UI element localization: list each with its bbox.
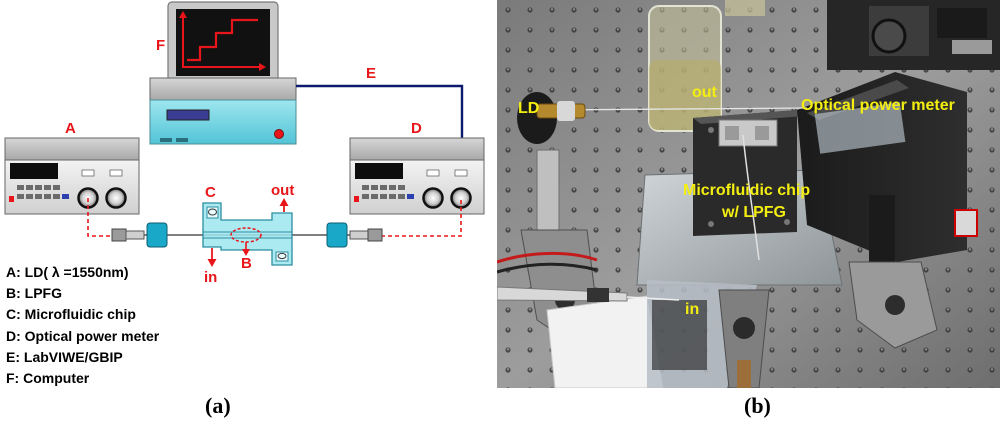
lab-setup-photo: LD out Optical power meter Microfluidic … [497,0,1000,388]
caption-b: (b) [744,393,771,418]
schematic-panel: F E [0,0,490,425]
syringe [497,286,680,302]
left-fiber-connector [111,222,168,248]
chip-holder [693,110,805,236]
red-wire [497,251,598,264]
label-B: B [241,255,252,272]
legend-item-c: C: Microfluidic chip [6,306,136,323]
computer-base [149,77,297,145]
inlet-tube [742,134,760,261]
sample-beaker [648,0,765,132]
label-F: F [156,37,165,54]
bottom-clamp [718,289,770,388]
label-in: in [204,269,217,286]
component-legend: A: LD( λ =1550nm) B: LPFG C: Microfluidi… [6,262,159,389]
label-A: A [65,120,76,137]
legend-item-f: F: Computer [6,370,90,387]
legend-item-e: E: LabVIWE/GBIP [6,348,123,365]
photo-fiber [546,107,808,111]
photo-label-power-meter: Optical power meter [801,97,955,114]
photo-label-ld: LD [518,100,539,117]
optical-power-meter [349,137,485,215]
schematic-diagram: F E [4,1,485,286]
legend-item-a: A: LD( λ =1550nm) [6,264,129,280]
legend-item-b: B: LPFG [6,285,62,302]
tissue-paper [546,295,664,388]
laser-diode-source [4,137,140,215]
meter-post [848,195,938,349]
power-meter-head [797,72,978,262]
gpib-cable [296,84,464,138]
legend-item-d: D: Optical power meter [6,327,160,344]
microfluidic-chip [202,202,293,266]
photo-label-chip-line1: Microfluidic chip [683,182,810,199]
caption-a: (a) [205,393,231,418]
fiber-to-meter [367,198,462,237]
label-C: C [205,184,216,201]
label-D: D [411,120,422,137]
black-wire [497,262,598,274]
photo-label-in: in [685,301,699,318]
label-out: out [271,182,294,199]
right-fiber-connector [326,222,383,248]
translation-stage [827,0,1000,70]
photo-label-out: out [692,84,718,101]
photo-panel: LD out Optical power meter Microfluidic … [497,0,1000,388]
photo-label-chip-line2: w/ LPFG [721,204,786,221]
label-E: E [366,65,376,82]
